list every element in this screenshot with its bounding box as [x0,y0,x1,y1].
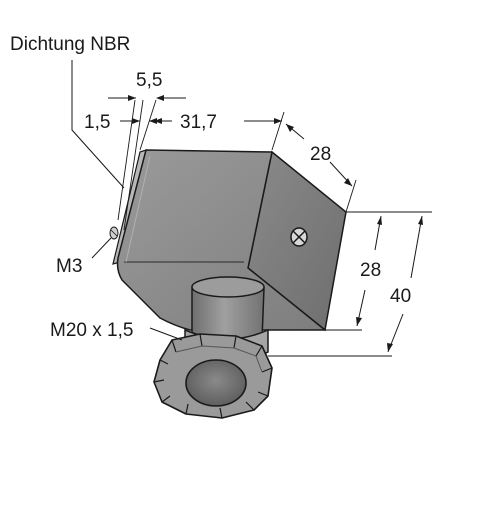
dim-28-vertical-label: 28 [360,260,381,281]
dim-28-diagonal-label: 28 [310,144,331,165]
dim-1-5-label: 1,5 [84,112,110,133]
gland-bore [185,359,247,407]
dim-5-5-label: 5,5 [136,70,162,91]
dim-31-7-label: 31,7 [180,112,217,133]
gland-nut [153,333,273,419]
labels: Dichtung NBR 5,5 1,5 31,7 28 28 40 M3 M2… [10,34,411,341]
m3-screw-tip-icon [109,226,119,240]
dim-40-label: 40 [390,286,411,307]
dimension-lines [71,60,432,357]
housing-front-face [116,149,326,331]
screw-icon [290,227,308,247]
thread-m3-label: M3 [56,256,82,277]
thread-m20-label: M20 x 1,5 [50,320,133,341]
cable-gland [153,276,273,419]
seal-label: Dichtung NBR [10,34,130,55]
connector-housing [109,149,347,332]
